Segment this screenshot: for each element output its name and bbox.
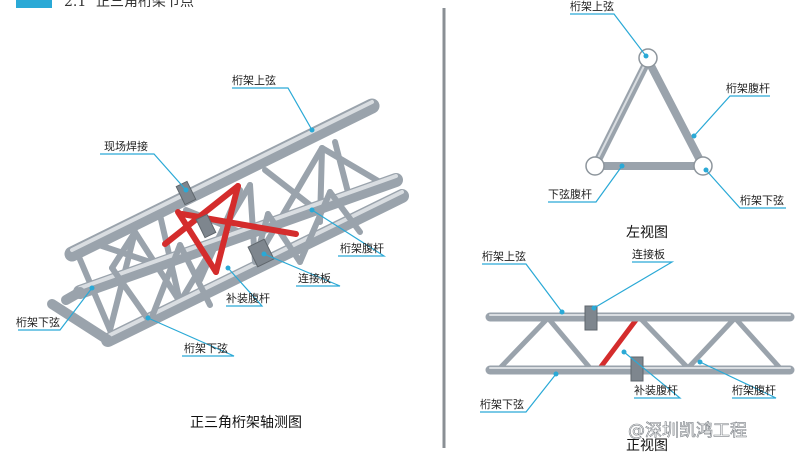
axonometric-truss — [47, 98, 409, 347]
left-view-triangle — [585, 48, 713, 176]
left-label-web: 桁架腹杆 — [726, 81, 770, 95]
front-view-truss — [485, 305, 795, 382]
front-label-web: 桁架腹杆 — [732, 383, 776, 397]
axo-label-bottom-chord-right: 桁架下弦 — [184, 341, 228, 355]
front-view-caption: 正视图 — [626, 438, 668, 454]
front-label-bottom-chord: 桁架下弦 — [480, 397, 524, 411]
header-title: 正三角桁架节点 — [96, 0, 194, 10]
front-label-top-chord: 桁架上弦 — [482, 249, 526, 263]
axo-label-bottom-chord-left: 桁架下弦 — [16, 315, 60, 329]
front-view-leaders — [480, 261, 777, 413]
watermark: @深圳凯鸿工程 — [628, 421, 747, 441]
axo-label-site-weld: 现场焊接 — [104, 139, 148, 153]
front-label-filler-web: 补装腹杆 — [634, 383, 678, 397]
axo-label-plate: 连接板 — [298, 271, 331, 285]
left-view-caption: 左视图 — [626, 225, 668, 241]
left-label-bottom-chord: 桁架下弦 — [740, 193, 784, 207]
axo-label-top-chord: 桁架上弦 — [232, 73, 276, 87]
bottom-left-chord-circle — [585, 156, 605, 176]
connection-plates-axo — [175, 180, 275, 268]
header-number: 2.1 — [64, 0, 86, 10]
bottom-right-chord-circle — [693, 156, 713, 176]
axo-caption: 正三角桁架轴测图 — [190, 415, 302, 431]
filler-web-front — [597, 317, 639, 371]
top-chord-circle — [638, 48, 658, 68]
left-label-bottom-web: 下弦腹杆 — [548, 187, 592, 201]
axo-leaders — [18, 87, 387, 357]
header-marker — [16, 0, 52, 8]
front-plate-top — [584, 305, 598, 331]
left-label-top-chord: 桁架上弦 — [570, 0, 614, 13]
axo-label-filler-web: 补装腹杆 — [226, 291, 270, 305]
front-label-plate: 连接板 — [632, 247, 665, 261]
left-view-leaders — [548, 13, 786, 209]
axo-label-web: 桁架腹杆 — [340, 241, 384, 255]
front-plate-bottom — [630, 356, 644, 382]
